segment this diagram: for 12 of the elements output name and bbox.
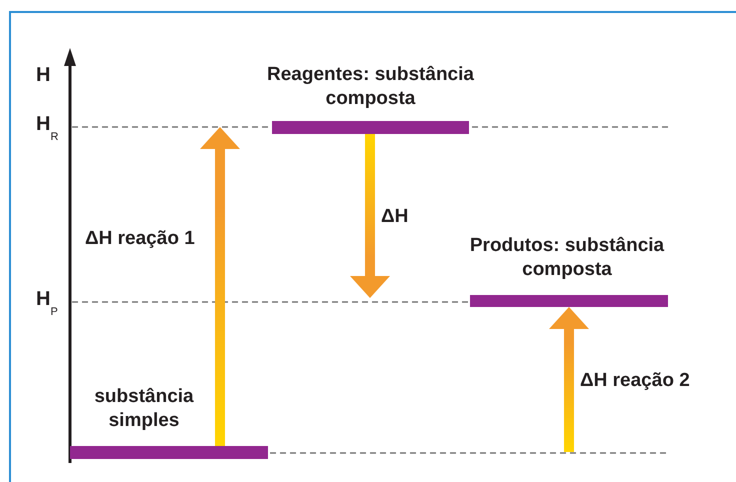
edge-label: ΔH [381,206,408,228]
level-label: Produtos: substância composta [468,234,666,282]
level-label: substância simples [93,384,195,433]
axis-label: H$_{P}$ [36,288,58,318]
edge-label: ΔH reação 2 [580,370,690,392]
level-label: Reagentes: substância composta [266,62,475,111]
axis-label: H [36,64,50,87]
axis-label: H$_{R}$ [36,113,58,143]
edge-label: ΔH reação 1 [85,228,195,250]
enthalpy-arrow [350,134,390,298]
enthalpy-arrow [549,307,589,452]
enthalpy-arrow [200,127,240,446]
